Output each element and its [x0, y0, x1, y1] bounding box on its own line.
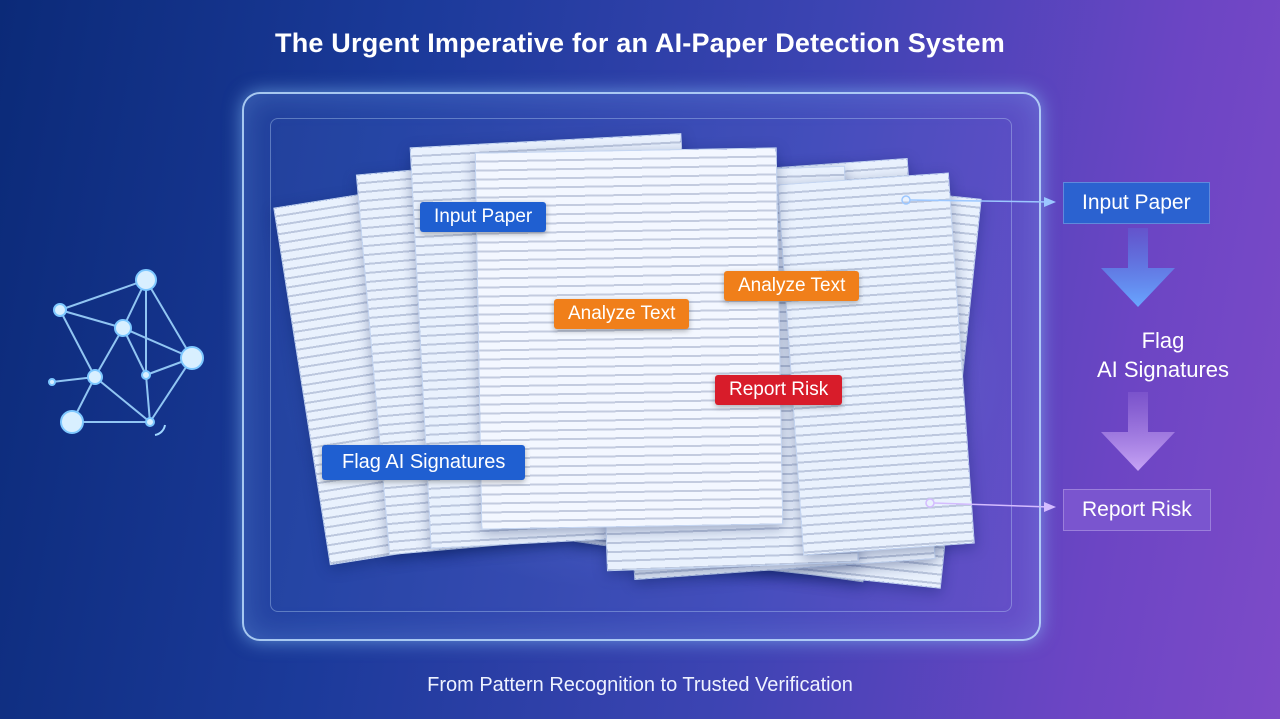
tag-analyze-text: Analyze Text [724, 271, 860, 301]
tag-flag-ai-signatures: Flag AI Signatures [322, 445, 526, 480]
connector-line-report [925, 498, 1056, 512]
screen-frame-inner [270, 118, 1012, 612]
page-title: The Urgent Imperative for an AI-Paper De… [275, 28, 1005, 58]
arrow-down-icon [1101, 392, 1175, 471]
flow-step-flag-line2: AI Signatures [1096, 357, 1230, 382]
tag-report-risk: Report Risk [715, 375, 843, 405]
flow-step-input-paper: Input Paper [1063, 182, 1210, 224]
arrow-down-icon [1101, 228, 1175, 307]
connector-line-input [901, 195, 1056, 207]
flow-step-flag-line1: Flag [1141, 328, 1185, 353]
flow-step-flag-ai-signatures: Flag AI Signatures [1078, 326, 1248, 384]
tag-input-paper: Input Paper [420, 202, 547, 232]
page-subtitle: From Pattern Recognition to Trusted Veri… [427, 674, 853, 696]
tag-analyze-text: Analyze Text [554, 299, 690, 329]
flow-step-report-risk: Report Risk [1063, 489, 1211, 531]
